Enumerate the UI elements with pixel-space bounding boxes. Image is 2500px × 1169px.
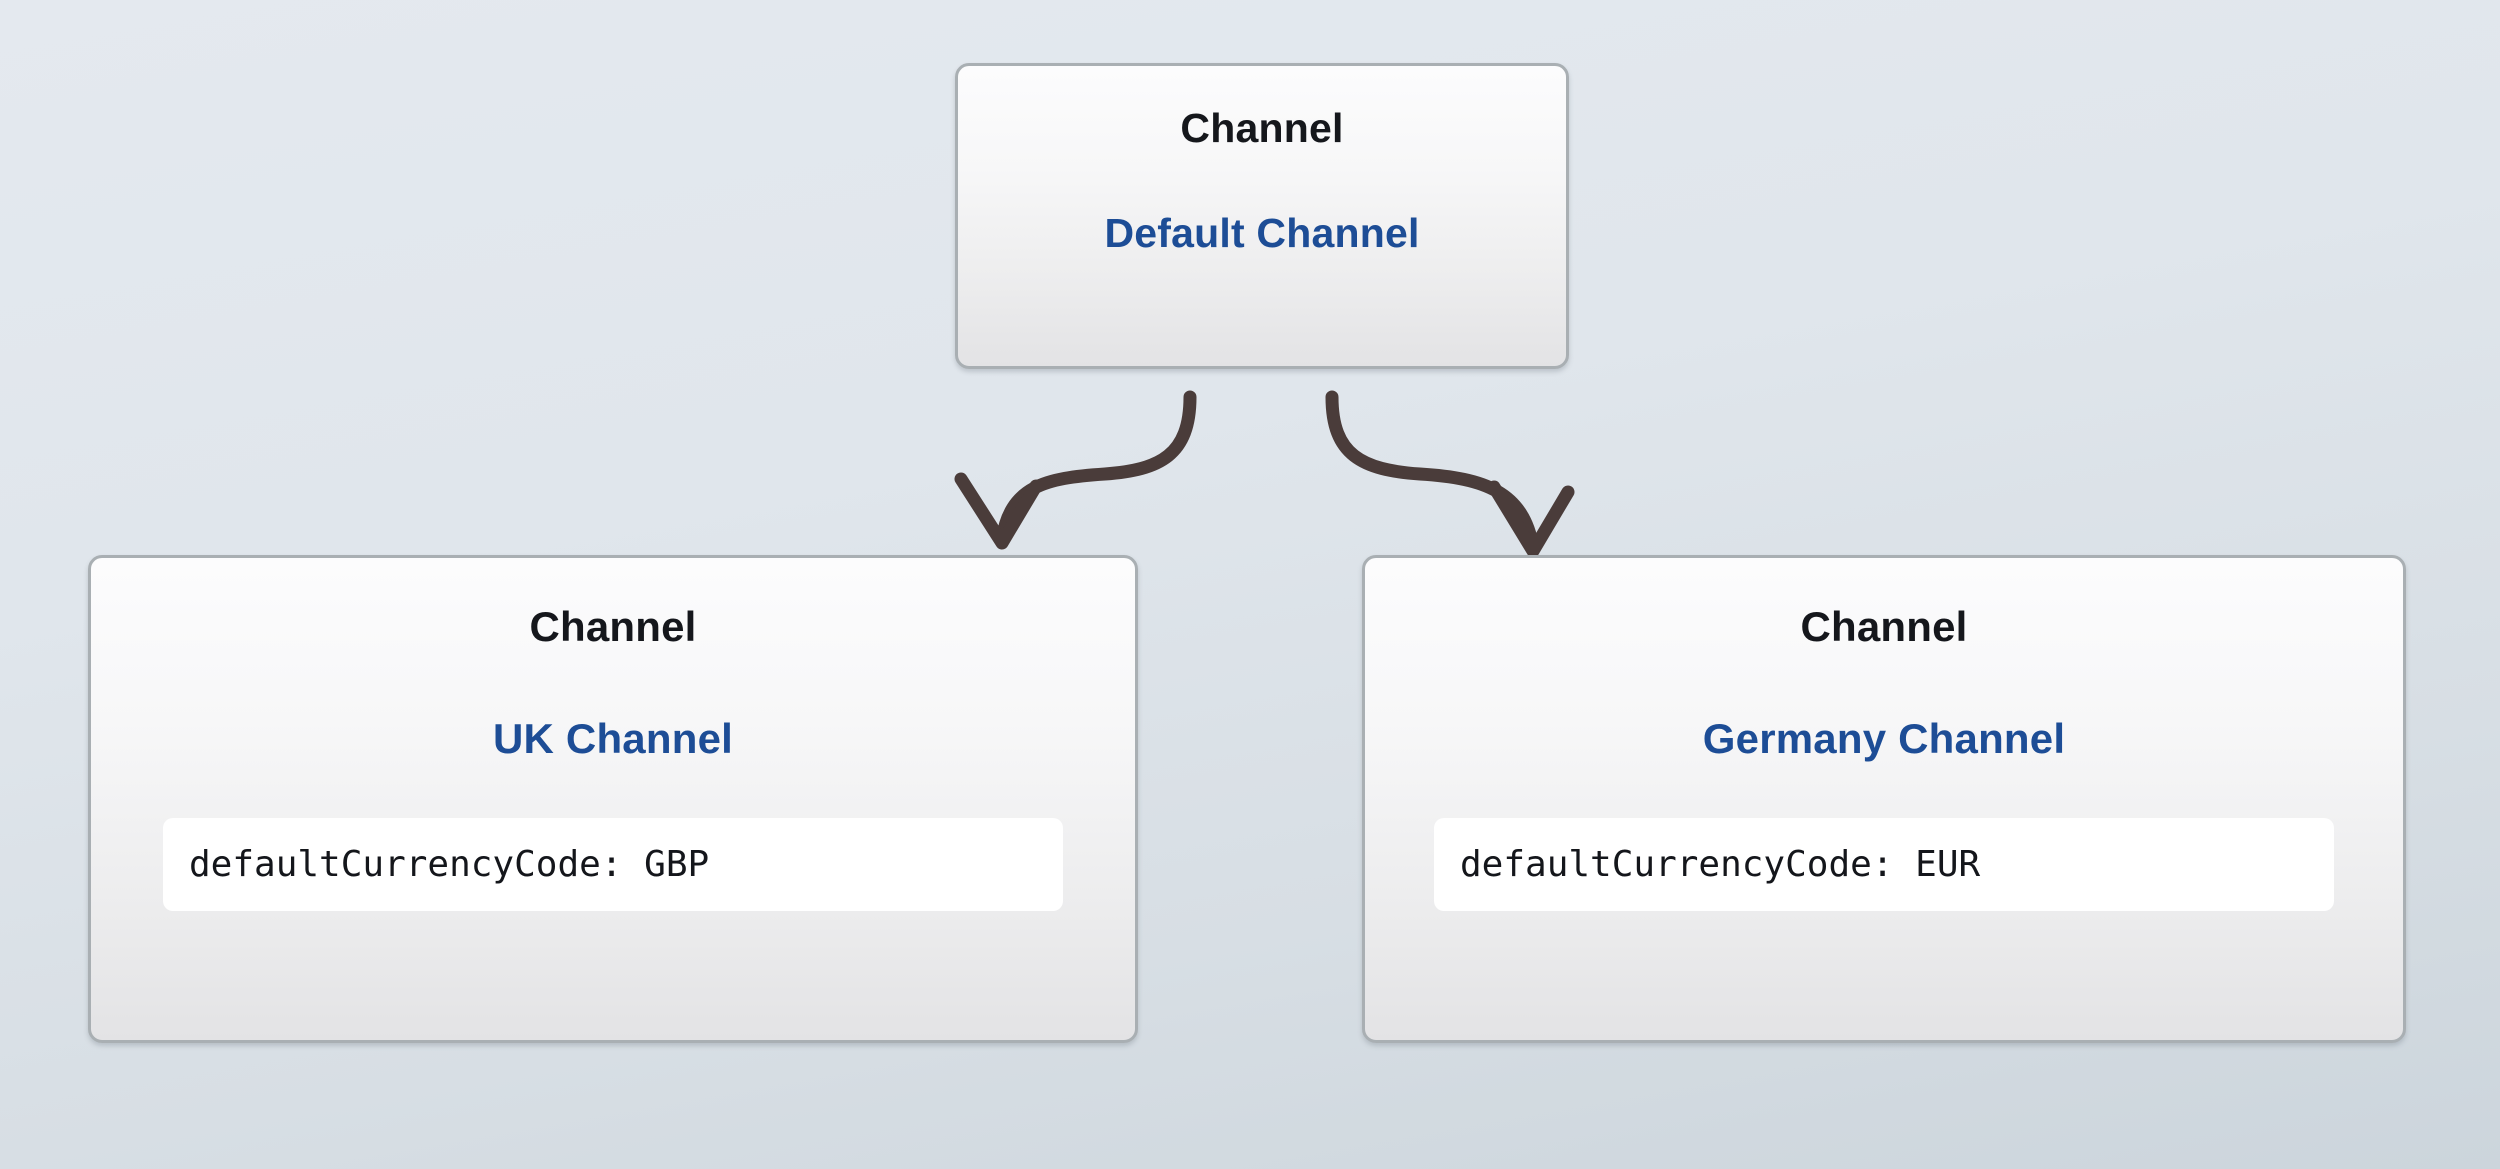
property-chip-default-currency-code: defaultCurrencyCode: EUR [1434,818,2334,911]
node-type-label: Channel [1180,105,1344,151]
node-name-label: UK Channel [492,715,733,762]
edge-root-to-germany [1325,390,1540,555]
edge-root-to-germany-arrowhead [1487,480,1575,558]
edge-root-to-uk [995,390,1197,547]
node-uk-channel[interactable]: Channel UK Channel defaultCurrencyCode: … [88,555,1138,1043]
node-type-label: Channel [1800,603,1968,650]
node-default-channel[interactable]: Channel Default Channel [955,63,1569,369]
property-chip-default-currency-code: defaultCurrencyCode: GBP [163,818,1063,911]
node-germany-channel[interactable]: Channel Germany Channel defaultCurrencyC… [1362,555,2406,1043]
edge-root-to-uk-arrowhead [954,472,1043,550]
node-name-label: Default Channel [1104,210,1420,256]
node-type-label: Channel [529,603,697,650]
node-name-label: Germany Channel [1702,715,2066,762]
